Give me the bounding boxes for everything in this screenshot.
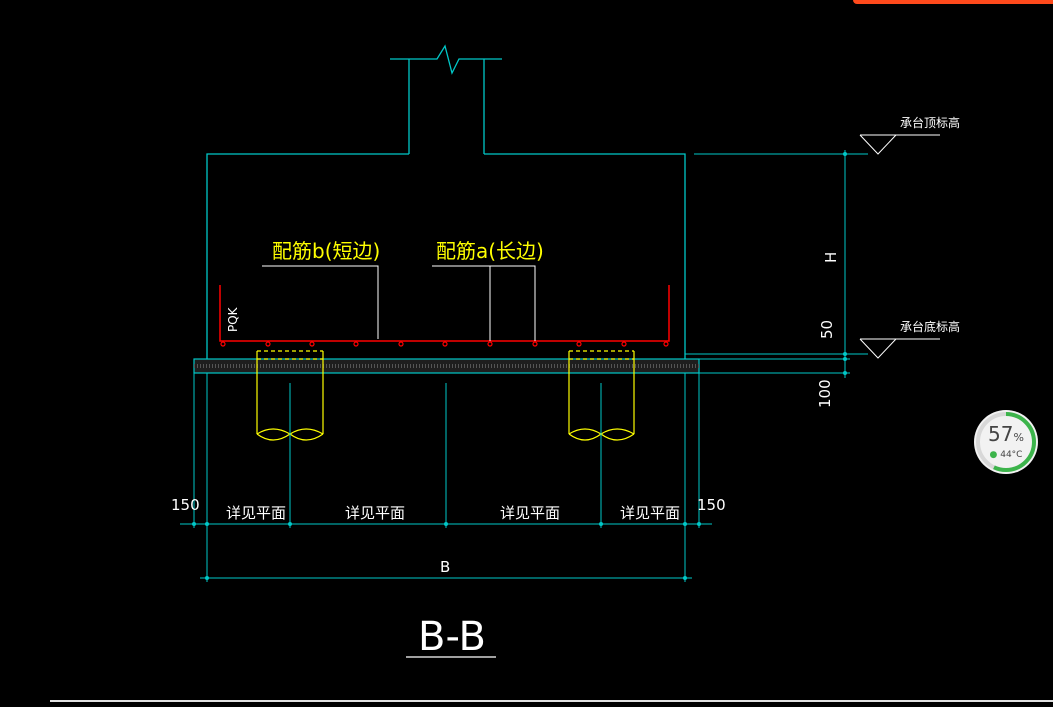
top-elevation-marker	[859, 134, 940, 155]
temperature-value: 44°C	[1000, 450, 1023, 460]
usage-ring	[976, 412, 1036, 472]
segment-label-4: 详见平面	[620, 504, 680, 522]
rebar-leaders	[262, 265, 536, 341]
rebar-vertical-note: PQK	[226, 306, 240, 332]
usage-percent-sign: %	[1013, 431, 1024, 444]
blinding-layer	[193, 358, 700, 374]
dimension-50-label: 50	[818, 320, 836, 339]
segment-label-3: 详见平面	[500, 504, 560, 522]
usage-percent-value: 57	[988, 422, 1014, 446]
dimension-150-left-label: 150	[171, 496, 200, 514]
extension-lines	[193, 373, 700, 582]
temperature-readout: ● 44°C	[974, 450, 1038, 460]
top-elevation-label: 承台顶标高	[900, 115, 960, 130]
section-title: B-B	[418, 614, 486, 660]
rebar-a-label: 配筋a(长边)	[436, 239, 544, 263]
bottom-elevation-marker	[859, 338, 940, 359]
vertical-dimension	[685, 150, 868, 378]
usage-percent: 57%	[974, 422, 1038, 446]
segment-label-1: 详见平面	[226, 504, 286, 522]
dimension-100-label: 100	[816, 379, 834, 408]
dimension-150-right-label: 150	[697, 496, 726, 514]
rebar-b-label: 配筋b(短边)	[272, 239, 380, 263]
segment-label-2: 详见平面	[345, 504, 405, 522]
vertical-dimension-ticks	[843, 152, 847, 375]
dimension-b-label: B	[440, 558, 450, 576]
cpu-usage-widget[interactable]: 57% ● 44°C	[974, 410, 1038, 474]
thermometer-icon: ●	[989, 450, 998, 460]
dimension-h-label: H	[822, 252, 840, 263]
bottom-elevation-label: 承台底标高	[900, 319, 960, 334]
window-corner-accent	[853, 0, 1053, 4]
bottom-rebar	[219, 285, 670, 347]
column-stub	[390, 44, 502, 154]
segment-ticks	[192, 522, 701, 526]
pile-right	[568, 350, 635, 441]
pile-cap-outline	[206, 153, 686, 359]
overall-dimension-ticks	[205, 576, 687, 580]
bottom-edge-line	[50, 700, 1053, 702]
rebar-dots	[220, 341, 669, 347]
